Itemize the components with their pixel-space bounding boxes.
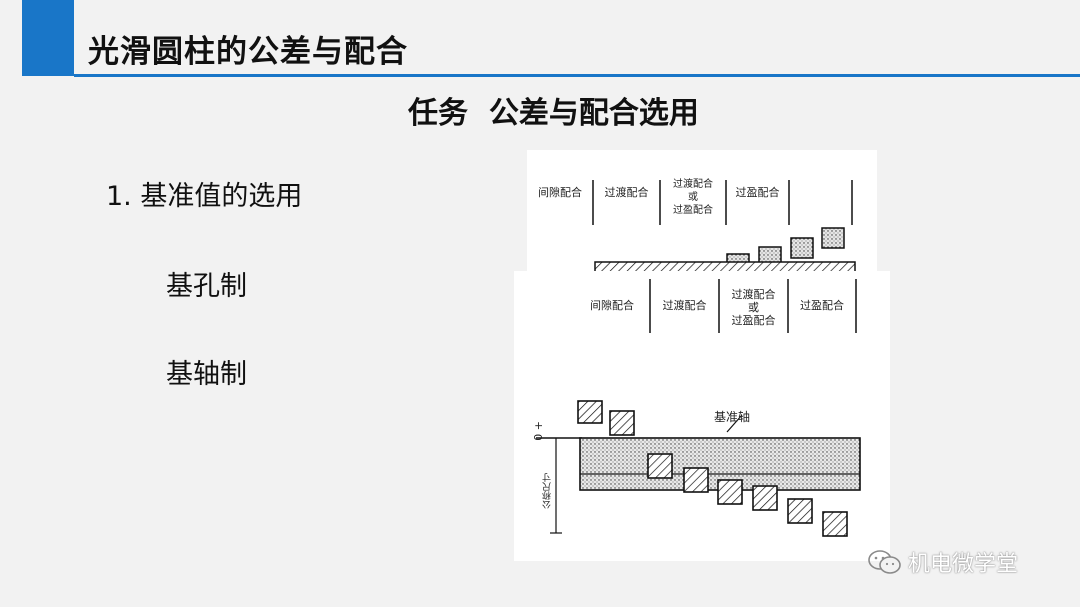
fit-label-transition: 过渡配合 bbox=[662, 299, 707, 312]
fit-label-clearance: 间隙配合 bbox=[538, 186, 582, 199]
fit-label-transition-or-interference: 过渡配合 或 过盈配合 bbox=[673, 179, 713, 216]
base-shaft-label: 基准轴 bbox=[714, 410, 751, 424]
fit-label-interference: 过盈配合 bbox=[735, 186, 780, 199]
header-divider bbox=[74, 74, 1080, 77]
figure-shaft-basis: 间隙配合 过渡配合 过渡配合 或 过盈配合 过盈配合 基准轴 0 + 公称尺寸 bbox=[514, 271, 890, 561]
list-item-basic-system: 1. 基准值的选用 bbox=[106, 181, 303, 212]
basic-size-label: 公称尺寸 bbox=[543, 473, 553, 509]
fit-label-interference: 过盈配合 bbox=[800, 299, 844, 312]
fit-label-clearance: 间隙配合 bbox=[590, 299, 634, 312]
wechat-icon bbox=[868, 550, 901, 574]
fit-label-transition-or-interference: 过渡配合 或 过盈配合 bbox=[731, 288, 776, 327]
watermark-text: 机电微学堂 bbox=[908, 552, 1019, 577]
zero-line-label: 0 + bbox=[532, 421, 545, 441]
header-accent-bar bbox=[22, 0, 74, 76]
watermark: 机电微学堂 bbox=[868, 549, 1019, 577]
figure-hole-basis-drawing bbox=[592, 180, 856, 272]
fit-label-transition: 过渡配合 bbox=[604, 186, 649, 199]
figure-shaft-basis-drawing bbox=[536, 279, 861, 537]
list-item-shaft-basis: 基轴制 bbox=[166, 359, 247, 390]
section-subtitle: 任务 公差与配合选用 bbox=[408, 96, 699, 131]
page-title: 光滑圆柱的公差与配合 bbox=[88, 34, 408, 70]
figure-hole-basis: 间隙配合 过渡配合 过渡配合 或 过盈配合 过盈配合 bbox=[527, 150, 877, 272]
list-item-hole-basis: 基孔制 bbox=[166, 271, 247, 302]
